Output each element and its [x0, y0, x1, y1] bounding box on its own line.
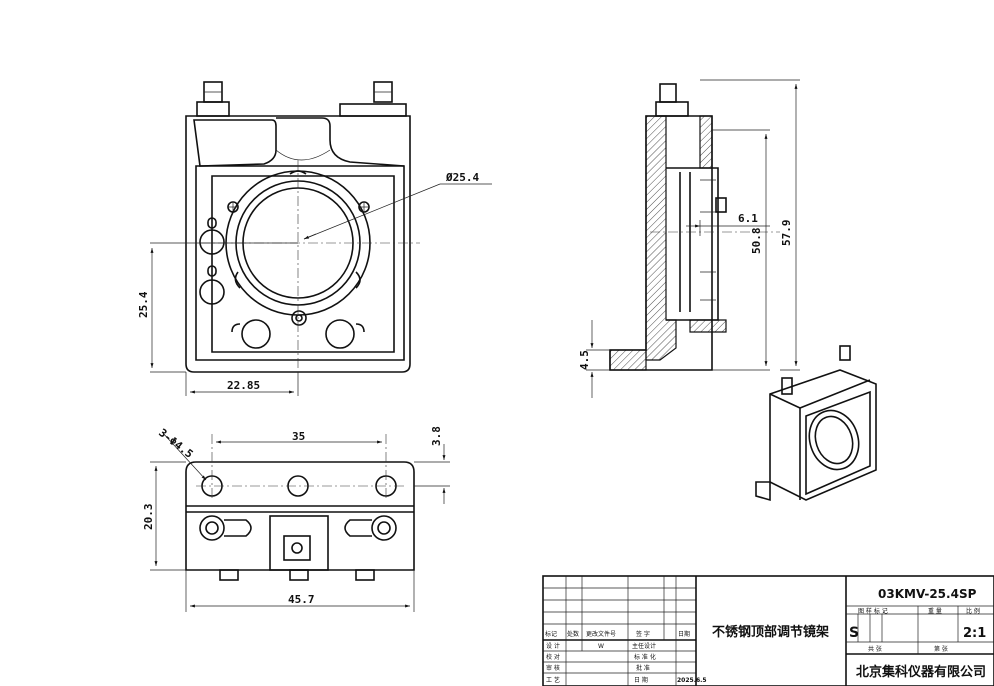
hdr-design: 设 计 — [546, 642, 560, 650]
hdr-change-doc: 更改文件号 — [586, 630, 616, 638]
dim-diameter-label: Ø25.4 — [445, 171, 479, 184]
section-hatch-left — [645, 115, 677, 361]
side-section-view: 6.1 50.8 57.9 4.5 — [578, 79, 800, 398]
hdr-date-label: 日 期 — [634, 676, 648, 684]
top-view: 35 3-Φ4.5 3.8 20.3 45.7 — [142, 426, 450, 612]
hdr-chief-design: 主任设计 — [632, 642, 656, 650]
front-view: Ø25.4 25.4 22.85 — [137, 81, 492, 396]
dim-width-label: 22.85 — [227, 379, 260, 392]
hdr-count: 处数 — [567, 630, 579, 638]
drawing-scale: 2:1 — [963, 626, 986, 641]
dim-hole-spacing-label: 35 — [292, 430, 305, 443]
drawing-date: 2025.6.5 — [677, 677, 707, 684]
hdr-process: 工 艺 — [546, 676, 560, 684]
hdr-sign: 签 字 — [636, 630, 650, 638]
dim-holes-label: 3-Φ4.5 — [156, 426, 195, 461]
adjuster-knob-left — [196, 81, 230, 117]
dim-offset-label: 6.1 — [738, 212, 758, 225]
hdr-weight: 重 量 — [928, 607, 942, 615]
mount-body-outline — [185, 115, 411, 373]
hdr-date: 日期 — [678, 630, 690, 638]
hdr-approve: 批 准 — [636, 664, 650, 672]
model-number: 03KMV-25.4SP — [878, 587, 977, 601]
hdr-proofread: 校 对 — [546, 653, 560, 661]
isometric-view — [755, 345, 877, 502]
dim-total-height-label: 57.9 — [780, 220, 793, 247]
dim-center-height-label: 50.8 — [750, 228, 763, 255]
dim-edge-offset-label: 3.8 — [430, 426, 443, 446]
title-block: 标记 处数 更改文件号 签 字 日期 设 计 校 对 审 核 工 艺 W 主任设… — [542, 575, 994, 686]
drawing-name: 不锈钢顶部调节镜架 — [712, 624, 829, 640]
designer-mark: W — [598, 643, 604, 650]
material-mark: S — [849, 625, 859, 641]
top-body-outline — [185, 461, 415, 571]
dim-height-label: 25.4 — [137, 291, 150, 318]
hdr-stage-mark: 图 样 标 记 — [858, 607, 888, 615]
hdr-sheet-no: 第 张 — [934, 645, 948, 653]
dim-base-height-label: 4.5 — [578, 350, 591, 370]
hdr-review: 审 核 — [546, 664, 560, 672]
dim-total-width-label: 45.7 — [288, 593, 315, 606]
hdr-total-sheets: 共 张 — [868, 645, 882, 653]
dim-depth-label: 20.3 — [142, 504, 155, 531]
hdr-standardize: 标 准 化 — [634, 653, 656, 661]
mirror-cell-plate — [211, 175, 395, 353]
adjuster-knob-right — [339, 81, 407, 117]
hdr-ratio: 比 例 — [966, 607, 980, 615]
company-name: 北京集科仪器有限公司 — [856, 664, 986, 680]
hdr-mark: 标记 — [545, 630, 557, 638]
